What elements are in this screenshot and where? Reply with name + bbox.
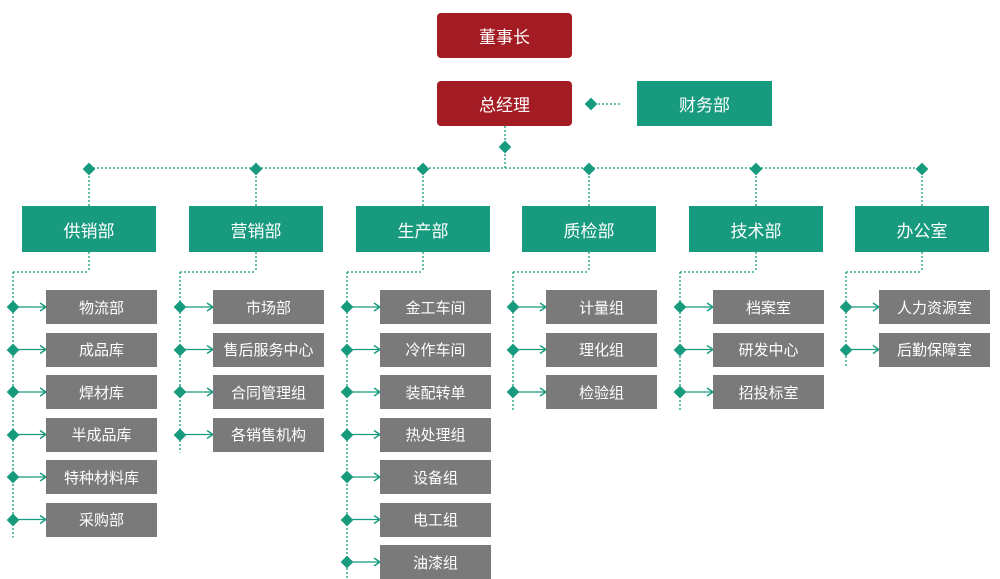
sub-unit-box: 市场部 — [213, 290, 324, 324]
sub-unit-box: 检验组 — [546, 375, 657, 409]
sub-unit-box: 采购部 — [46, 502, 157, 537]
sub-unit-box: 物流部 — [46, 290, 157, 324]
sub-unit-box: 金工车间 — [380, 290, 491, 324]
department-box: 供销部 — [22, 206, 156, 252]
sub-unit-box: 研发中心 — [713, 332, 824, 367]
sub-unit-box: 特种材料库 — [46, 460, 157, 494]
sub-unit-box: 装配转单 — [380, 375, 491, 409]
department-box: 生产部 — [356, 206, 490, 252]
sub-unit-box: 各销售机构 — [213, 417, 324, 452]
sub-unit-box: 设备组 — [380, 460, 491, 494]
department-box: 办公室 — [855, 206, 989, 252]
sub-unit-box: 焊材库 — [46, 375, 157, 409]
sub-unit-box: 油漆组 — [380, 545, 491, 579]
sub-unit-box: 后勤保障室 — [879, 332, 990, 367]
sub-unit-box: 档案室 — [713, 290, 824, 324]
department-box: 营销部 — [189, 206, 323, 252]
sub-unit-box: 售后服务中心 — [213, 332, 324, 367]
general-manager-box: 总经理 — [437, 81, 572, 126]
sub-unit-box: 计量组 — [546, 290, 657, 324]
sub-unit-box: 人力资源室 — [879, 290, 990, 324]
sub-unit-box: 招投标室 — [713, 375, 824, 409]
chairman-box: 董事长 — [437, 13, 572, 58]
sub-unit-box: 冷作车间 — [380, 332, 491, 367]
department-box: 质检部 — [522, 206, 656, 252]
department-box: 技术部 — [689, 206, 823, 252]
sub-unit-box: 理化组 — [546, 332, 657, 367]
sub-unit-box: 电工组 — [380, 502, 491, 537]
sub-unit-box: 合同管理组 — [213, 375, 324, 409]
sub-unit-box: 半成品库 — [46, 417, 157, 452]
sub-unit-box: 成品库 — [46, 332, 157, 367]
sub-unit-box: 热处理组 — [380, 417, 491, 452]
finance-box: 财务部 — [637, 81, 772, 126]
